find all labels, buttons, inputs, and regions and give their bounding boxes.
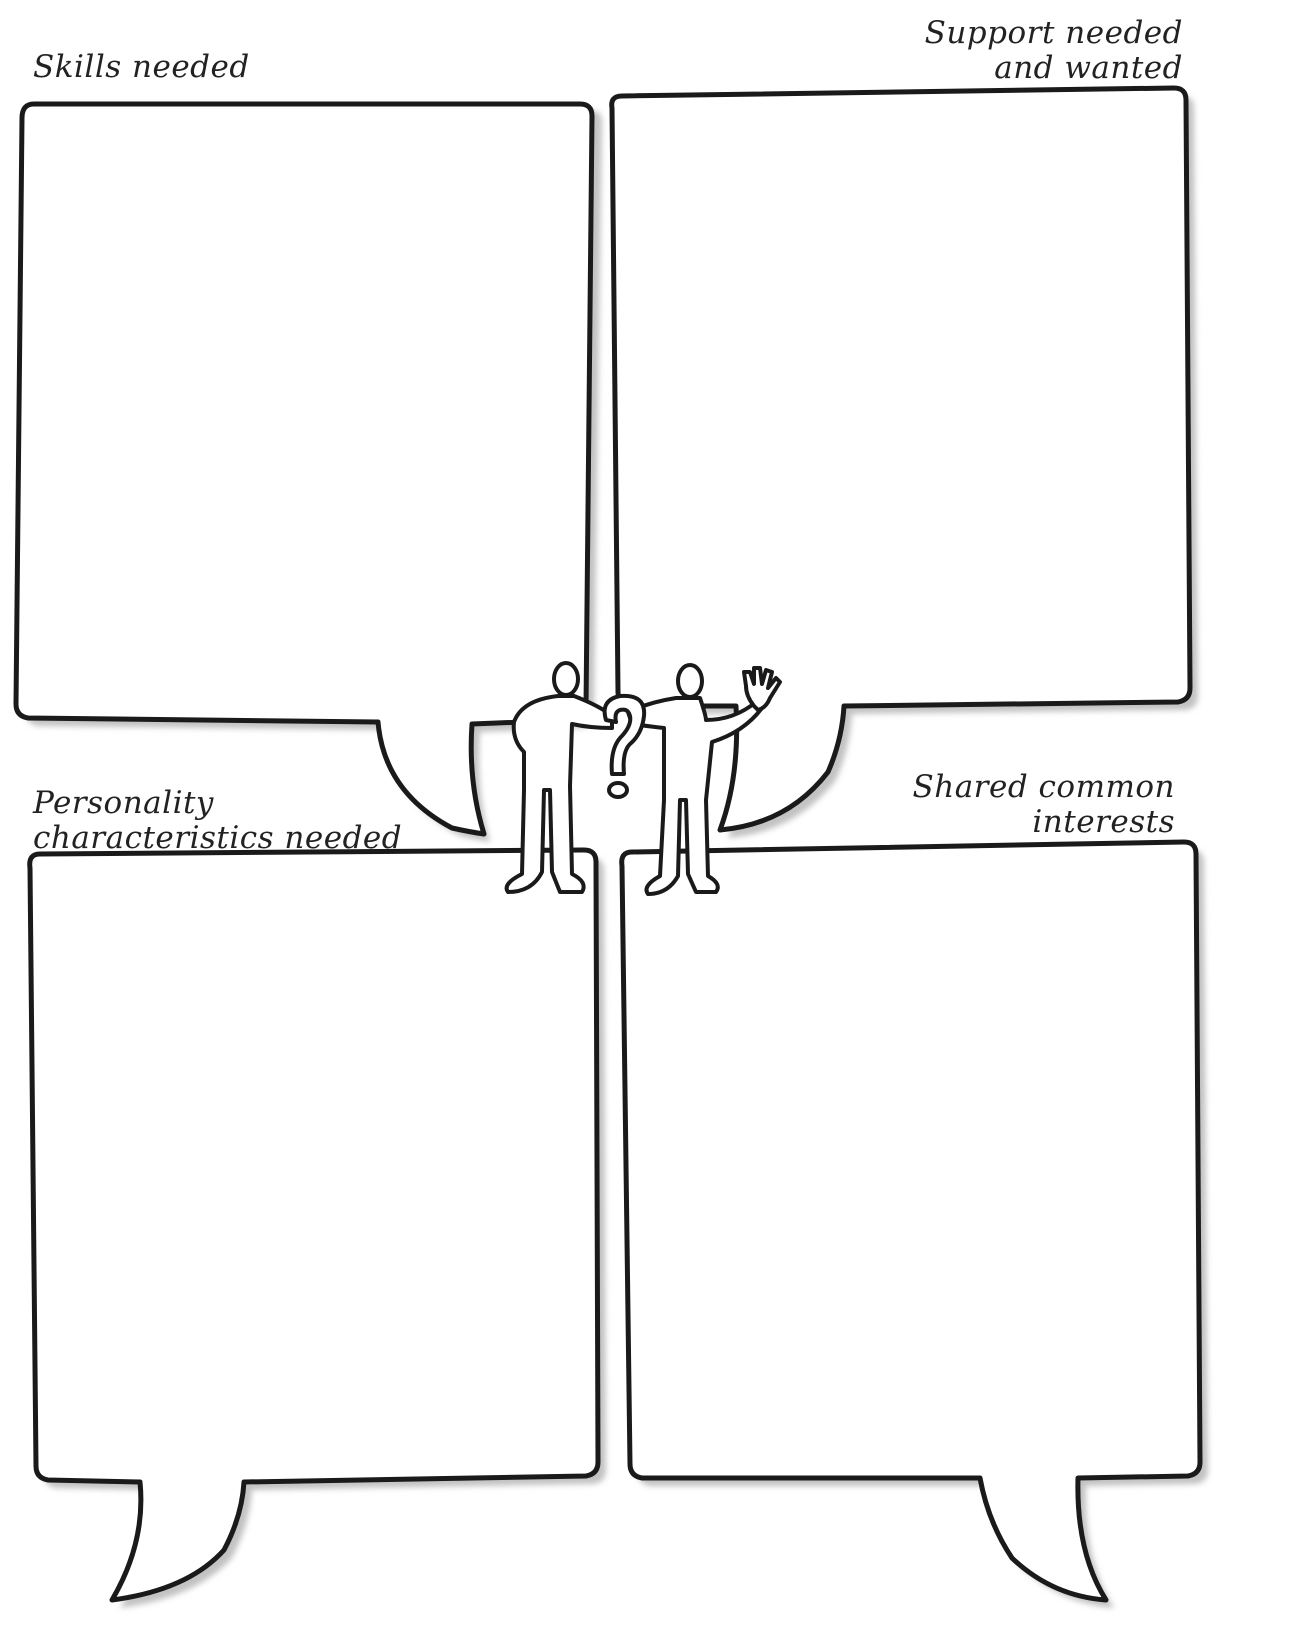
label-support-needed: Support needed and wanted [925, 16, 1183, 85]
question-mark-icon [602, 693, 647, 799]
bubble-shared [619, 839, 1203, 1603]
label-personality-line-2: characteristics needed [33, 819, 403, 856]
label-shared-line-1: Shared common [912, 769, 1175, 805]
label-personality-line-1: Personality [33, 785, 214, 821]
left-person-figure [504, 661, 614, 894]
label-personality-characteristics: Personality characteristics needed [33, 786, 402, 855]
right-person-figure [626, 663, 782, 896]
label-shared-line-2: interests [1032, 803, 1175, 840]
label-skills-line-1: Skills needed [33, 49, 250, 85]
bubble-personality [27, 847, 601, 1603]
label-shared-interests: Shared common interests [913, 770, 1176, 839]
label-skills-needed: Skills needed [33, 50, 250, 85]
two-people-question-mark-icon [504, 661, 782, 896]
label-support-line-1: Support needed [924, 15, 1183, 51]
label-support-line-2: and wanted [994, 49, 1183, 86]
